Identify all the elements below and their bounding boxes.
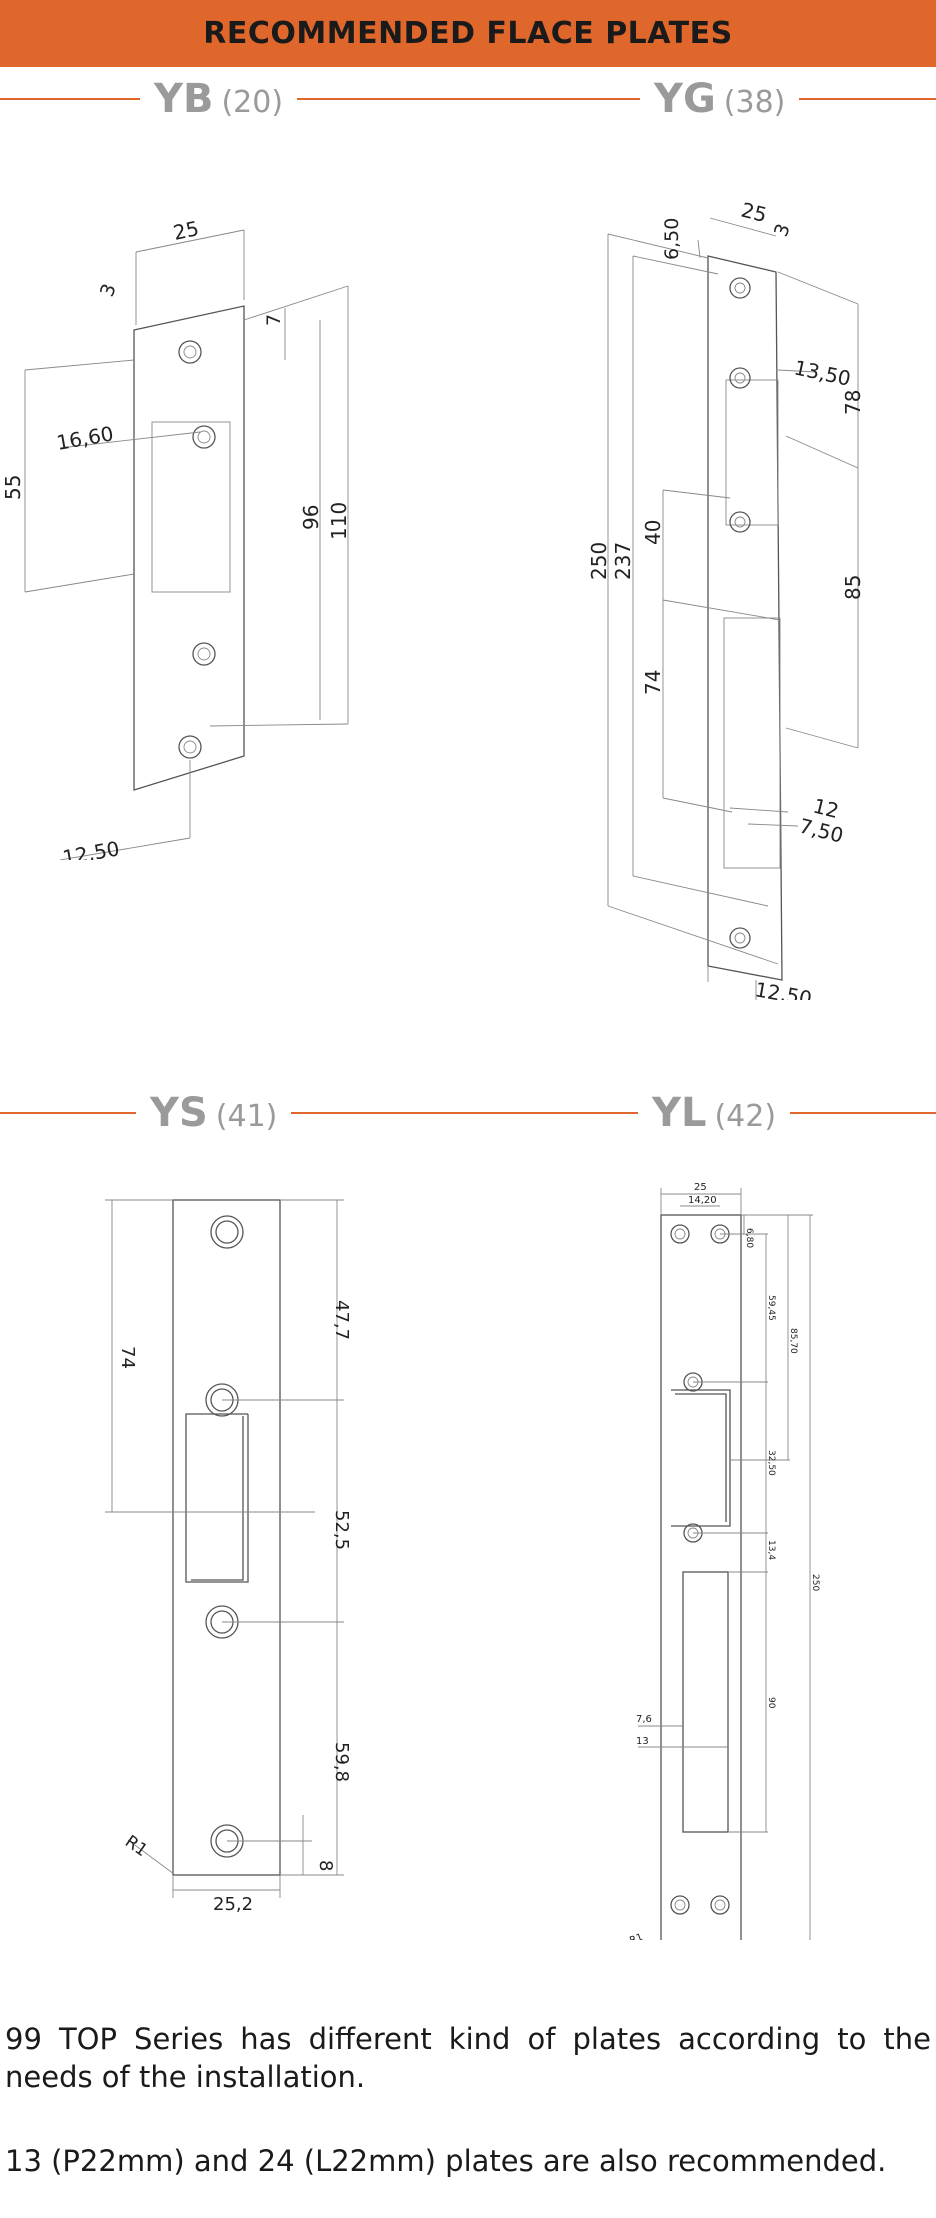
dim-lower: 85 [841, 575, 865, 600]
plate-number: (41) [215, 1099, 278, 1134]
dim-top: 47,7 [331, 1300, 352, 1340]
dim-thickness: 3 [770, 221, 795, 240]
dim-overall: 110 [327, 502, 351, 540]
header-rule [0, 98, 140, 100]
header-rule [468, 1112, 638, 1114]
dim-top-hole: 7 [263, 314, 285, 326]
yb-plate-outline [133, 305, 245, 791]
dim-hole-offset: 12,50 [61, 836, 122, 860]
dim-slot-x: 7,50 [797, 814, 846, 848]
yg-plate-drawing: 6,50 25 3 13,50 78 250 237 40 85 74 12 7… [587, 200, 865, 1000]
yg-dimension-lines [607, 217, 859, 1000]
dim-middle: 52,5 [331, 1510, 352, 1550]
dim-gap: 13,4 [766, 1540, 776, 1560]
header-rule [291, 1112, 468, 1114]
plate-number: (42) [714, 1099, 777, 1134]
plate-code: YS [150, 1090, 208, 1136]
dim-slot-length: 74 [641, 670, 665, 695]
plate-code: YG [654, 76, 716, 122]
dim-slot-x: 7,6 [636, 1714, 652, 1725]
plate-header-yl: YL(42) [468, 1088, 936, 1138]
yg-dimension-labels: 6,50 25 3 13,50 78 250 237 40 85 74 12 7… [587, 200, 865, 1000]
dim-bottom-hole: 8 [315, 1860, 336, 1871]
dim-upper: 59,45 [766, 1295, 776, 1321]
dim-top: 6,80 [744, 1228, 754, 1248]
dim-slot-offset: 13,50 [792, 355, 853, 390]
dim-width: 25 [694, 1182, 707, 1193]
dim-holes: 96 [299, 505, 323, 530]
dim-lower: 90 [766, 1697, 776, 1709]
plate-number: (20) [221, 85, 284, 120]
dim-radius: R1 [121, 1832, 151, 1861]
plate-header-ys: YS(41) [0, 1088, 468, 1138]
dim-center: 74 [117, 1346, 138, 1369]
dim-width: 25 [171, 216, 201, 245]
description-paragraph: 99 TOP Series has different kind of plat… [5, 2022, 931, 2094]
dim-thickness: 3 [96, 281, 121, 300]
yl-dimension-labels: 25 14,20 6,80 59,45 85,70 32,50 13,4 250… [628, 1182, 820, 1940]
dim-overall: 250 [810, 1574, 820, 1591]
yb-plate-drawing: 25 3 16,60 55 7 96 110 12,50 [1, 216, 351, 860]
yb-dimension-labels: 25 3 16,60 55 7 96 110 12,50 [1, 216, 351, 860]
dim-width: 25,2 [213, 1894, 253, 1915]
dim-upper: 78 [841, 390, 865, 415]
ys-dimension-labels: 47,7 52,5 59,8 74 R1 8 25,2 [117, 1300, 352, 1915]
dim-slot-to-edge: 16,60 [55, 421, 116, 455]
ys-plate-outline [172, 1199, 281, 1876]
dim-inner: 237 [611, 542, 635, 580]
dim-center: 55 [1, 475, 25, 500]
yl-dimension-lines [638, 1188, 813, 1940]
yg-plate-outline [707, 255, 783, 981]
dim-radius: R1 [628, 1932, 644, 1940]
dim-slot-width: 13 [636, 1736, 649, 1747]
dim-middle: 32,50 [766, 1450, 776, 1476]
plate-number: (38) [723, 85, 786, 120]
dim-slot-width: 12 [811, 794, 842, 823]
page-title: RECOMMENDED FLACE PLATES [203, 16, 733, 51]
header-rule [790, 1112, 936, 1114]
dim-hole-span: 14,20 [688, 1195, 717, 1206]
header-rule [799, 98, 936, 100]
plate-code: YB [154, 76, 214, 122]
description-note: 13 (P22mm) and 24 (L22mm) plates are als… [5, 2144, 887, 2178]
dim-mid: 40 [641, 520, 665, 545]
header-rule [468, 98, 640, 100]
yb-dimension-lines [24, 229, 349, 860]
ys-plate-drawing: 47,7 52,5 59,8 74 R1 8 25,2 [105, 1199, 352, 1915]
ys-dimension-lines [105, 1199, 344, 1898]
dim-bottom: 59,8 [331, 1742, 352, 1782]
yl-plate-drawing: 25 14,20 6,80 59,45 85,70 32,50 13,4 250… [628, 1182, 820, 1940]
dim-top: 6,50 [661, 218, 683, 260]
plate-header-yb: YB(20) [0, 74, 468, 124]
yl-plate-outline [660, 1214, 742, 1940]
title-banner: RECOMMENDED FLACE PLATES [0, 0, 936, 67]
header-rule [297, 98, 468, 100]
plate-header-yg: YG(38) [468, 74, 936, 124]
header-rule [0, 1112, 136, 1114]
dim-upper-total: 85,70 [788, 1328, 798, 1354]
plate-code: YL [652, 1090, 707, 1136]
dim-overall: 250 [587, 542, 611, 580]
dim-width: 25 [739, 200, 770, 227]
dim-hole-offset: 12,50 [753, 977, 814, 1000]
